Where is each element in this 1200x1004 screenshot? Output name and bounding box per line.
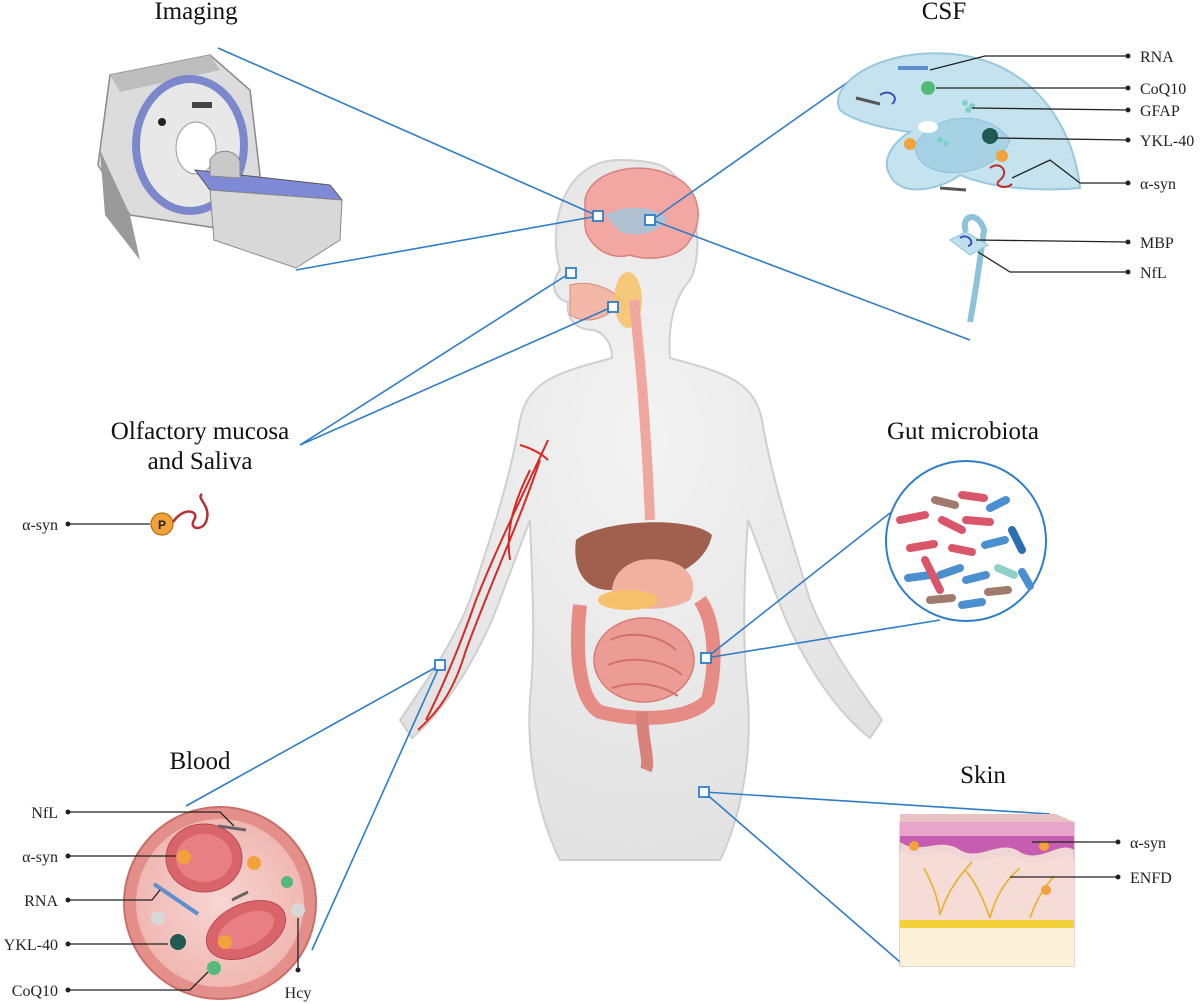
csf-label-ykl40: YKL-40 [1140, 133, 1194, 150]
csf-ventricle-icon [837, 52, 1082, 323]
csf-leaders [929, 53, 1131, 275]
skin-leaders [1010, 839, 1121, 880]
csf-label-mbp: MBP [1140, 235, 1174, 252]
csf-title: CSF [922, 0, 966, 25]
rectum [636, 711, 654, 773]
skin-label-alpha-syn: α-syn [1130, 835, 1166, 852]
blood-title: Blood [169, 748, 231, 775]
body-silhouette [398, 158, 884, 861]
olfactory-anchor-box [565, 267, 577, 279]
skin-title: Skin [960, 762, 1006, 789]
olfactory-title-line1: Olfactory mucosa [111, 418, 289, 445]
blood-label-ykl40: YKL-40 [4, 937, 58, 954]
blood-label-hcy: Hcy [285, 985, 312, 1002]
blood-label-rna: RNA [24, 893, 58, 910]
brain-anchor-box [592, 210, 604, 222]
blood-leaders [65, 809, 301, 993]
blood-anchor-box [434, 659, 446, 671]
alpha-syn-protein-icon: P [65, 492, 209, 536]
esophagus [629, 299, 655, 521]
human-body [398, 158, 884, 861]
csf-label-gfap: GFAP [1140, 103, 1180, 120]
phospho-glyph: P [158, 518, 166, 532]
skin-anchor-box [698, 786, 710, 798]
arm-blood-vessels [417, 439, 549, 731]
csf-label-nfl: NfL [1140, 265, 1167, 282]
blood-vessel-icon [123, 806, 317, 1000]
csf-label-alpha-syn: α-syn [1140, 176, 1176, 193]
blood-label-alpha-syn: α-syn [22, 849, 58, 866]
gut-anchor-box [700, 652, 712, 664]
skin-label-enfd: ENFD [1130, 870, 1172, 887]
csf-label-coq10: CoQ10 [1140, 81, 1186, 98]
connectors [185, 47, 1051, 963]
olfactory-label-alpha-syn: α-syn [22, 517, 58, 534]
saliva-anchor-box [607, 301, 619, 313]
mri-scanner-icon [97, 54, 344, 269]
csf-label-rna: RNA [1140, 49, 1174, 66]
gut-title: Gut microbiota [887, 418, 1039, 445]
imaging-title: Imaging [154, 0, 238, 25]
bacteria-icon [885, 460, 1047, 622]
skin-layer-icon [899, 814, 1075, 967]
connector-boxes [434, 210, 712, 798]
pancreas [598, 590, 658, 610]
olfactory-title-line2: and Saliva [148, 448, 253, 475]
blood-label-nfl: NfL [31, 805, 58, 822]
intestine-folds [607, 633, 683, 697]
csf-anchor-box [644, 214, 656, 226]
blood-label-coq10: CoQ10 [12, 983, 58, 1000]
large-intestine [570, 595, 721, 725]
